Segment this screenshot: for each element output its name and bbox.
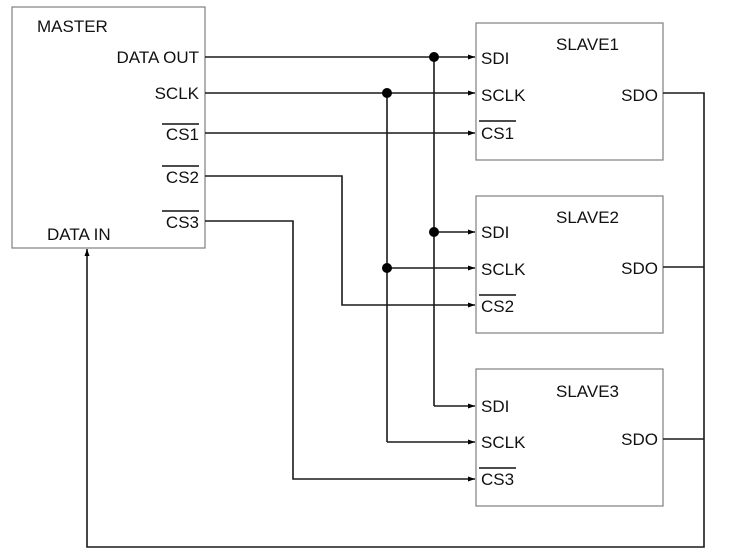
wire-cs2 — [205, 175, 475, 308]
slave1-pin-sclk: SCLK — [481, 86, 526, 105]
master-box — [11, 6, 206, 249]
slave2-pin-sdo: SDO — [621, 259, 658, 278]
junction-sdi-slave2 — [429, 227, 439, 237]
slave1-block: SLAVE1 SDI SCLK CS1 SDO — [475, 22, 664, 161]
slave1-pin-sdi: SDI — [481, 49, 509, 68]
slave2-block: SLAVE2 SDI SCLK CS2 SDO — [475, 195, 664, 334]
slave2-pin-sclk: SCLK — [481, 260, 526, 279]
master-block: MASTER DATA OUT SCLK CS1 CS2 CS3 DATA IN — [11, 6, 206, 249]
slave3-pin-sdi: SDI — [481, 397, 509, 416]
master-pin-cs2: CS2 — [166, 168, 199, 187]
master-pin-cs1: CS1 — [166, 125, 199, 144]
master-pin-sclk: SCLK — [155, 84, 200, 103]
wire-sdo-return-to-data-in — [84, 92, 705, 548]
slave2-box — [475, 195, 664, 334]
slave2-pin-sdi: SDI — [481, 223, 509, 242]
slave1-box — [475, 22, 664, 161]
slave3-pin-sdo: SDO — [621, 430, 658, 449]
slave3-pin-cs3: CS3 — [481, 470, 514, 489]
slave3-block: SLAVE3 SDI SCLK CS3 SDO — [475, 368, 664, 507]
master-pin-data-out: DATA OUT — [117, 48, 200, 67]
master-pin-cs3: CS3 — [166, 213, 199, 232]
junction-sclk-slave2 — [382, 263, 392, 273]
slave1-pin-cs1: CS1 — [481, 124, 514, 143]
master-pin-data-in: DATA IN — [47, 225, 111, 244]
wire-cs3 — [205, 220, 475, 482]
junction-sclk-slave1 — [382, 88, 392, 98]
slave2-title: SLAVE2 — [556, 208, 619, 227]
master-title: MASTER — [37, 17, 108, 36]
slave1-pin-sdo: SDO — [621, 86, 658, 105]
junctions — [382, 52, 439, 273]
slave1-title: SLAVE1 — [556, 35, 619, 54]
slave2-pin-cs2: CS2 — [481, 297, 514, 316]
slave3-title: SLAVE3 — [556, 382, 619, 401]
junction-sdi-slave1 — [429, 52, 439, 62]
slave3-box — [475, 368, 664, 507]
slave3-pin-sclk: SCLK — [481, 433, 526, 452]
